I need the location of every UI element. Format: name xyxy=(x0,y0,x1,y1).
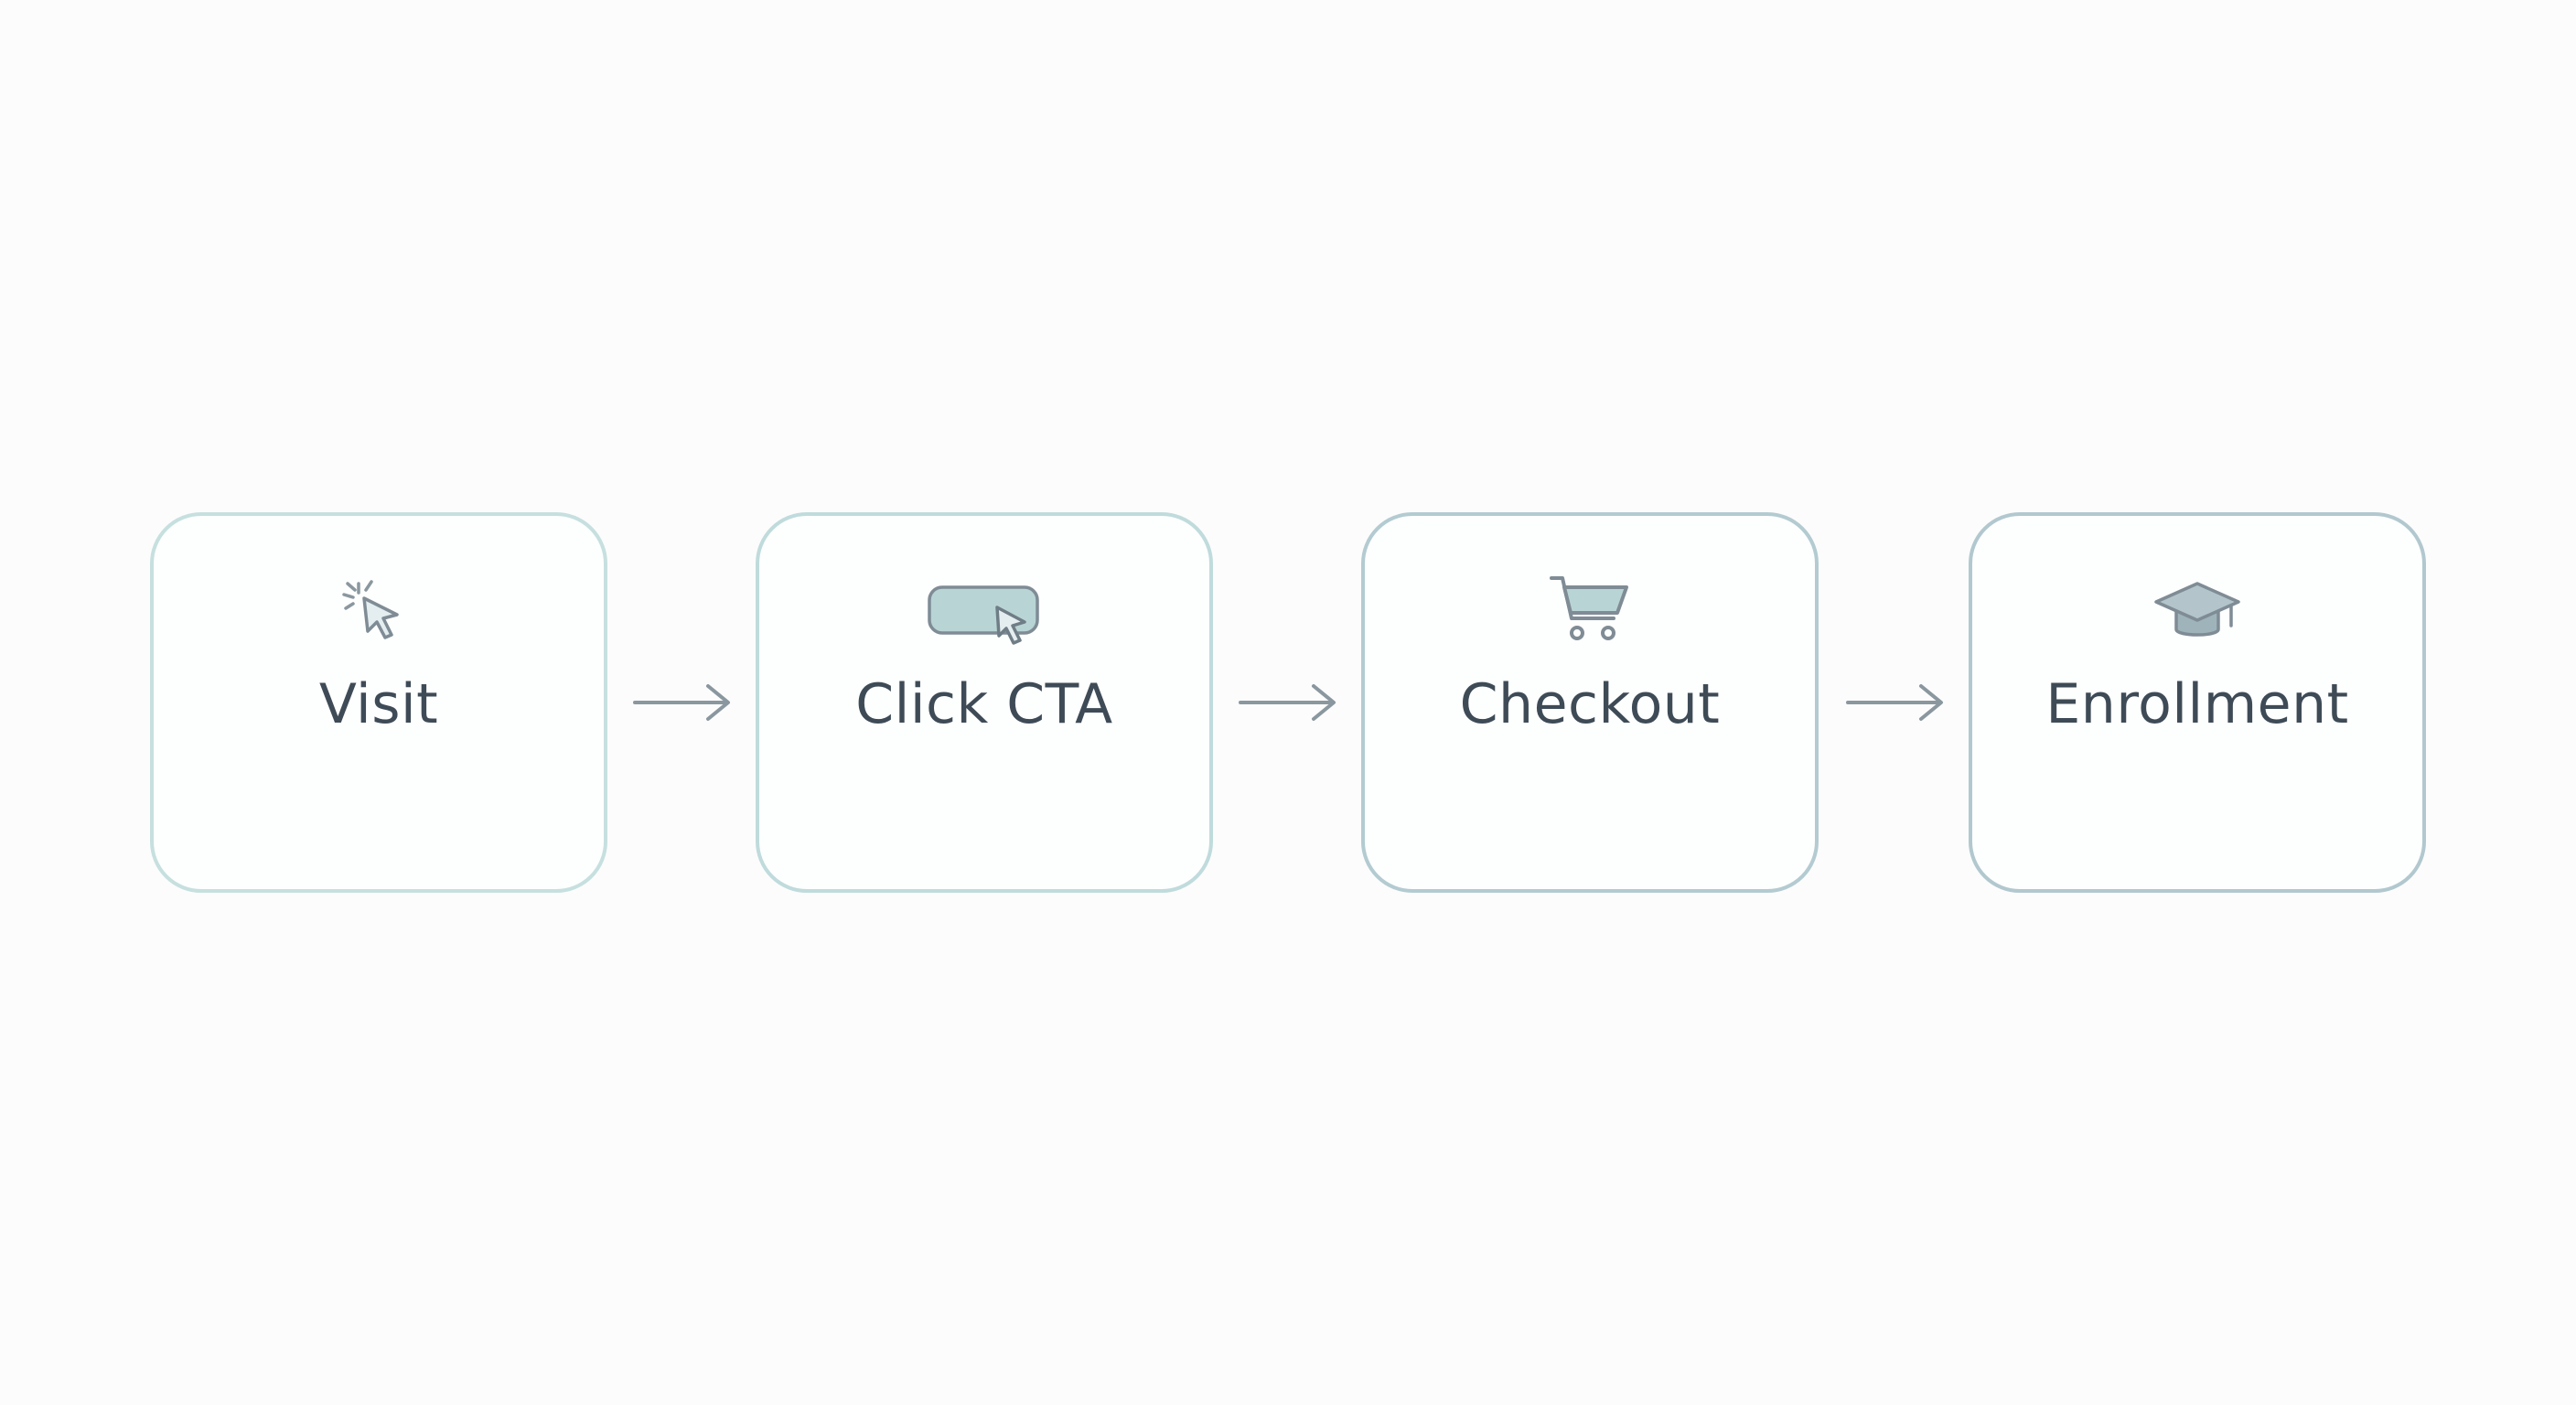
shopping-cart-icon xyxy=(1365,567,1815,659)
step-enrollment: Enrollment xyxy=(1969,512,2426,893)
arrow-right-icon xyxy=(631,675,734,730)
cursor-click-icon xyxy=(154,567,604,659)
step-label: Checkout xyxy=(1459,672,1721,736)
arrow-right-icon xyxy=(1844,675,1947,730)
step-click-cta: Click CTA xyxy=(756,512,1213,893)
button-cursor-icon xyxy=(759,567,1209,659)
arrow-right-icon xyxy=(1237,675,1339,730)
step-label: Visit xyxy=(318,672,439,736)
step-checkout: Checkout xyxy=(1361,512,1819,893)
step-label: Enrollment xyxy=(2045,672,2349,736)
graduation-cap-icon xyxy=(1972,567,2422,659)
step-visit: Visit xyxy=(150,512,607,893)
step-label: Click CTA xyxy=(855,672,1113,736)
